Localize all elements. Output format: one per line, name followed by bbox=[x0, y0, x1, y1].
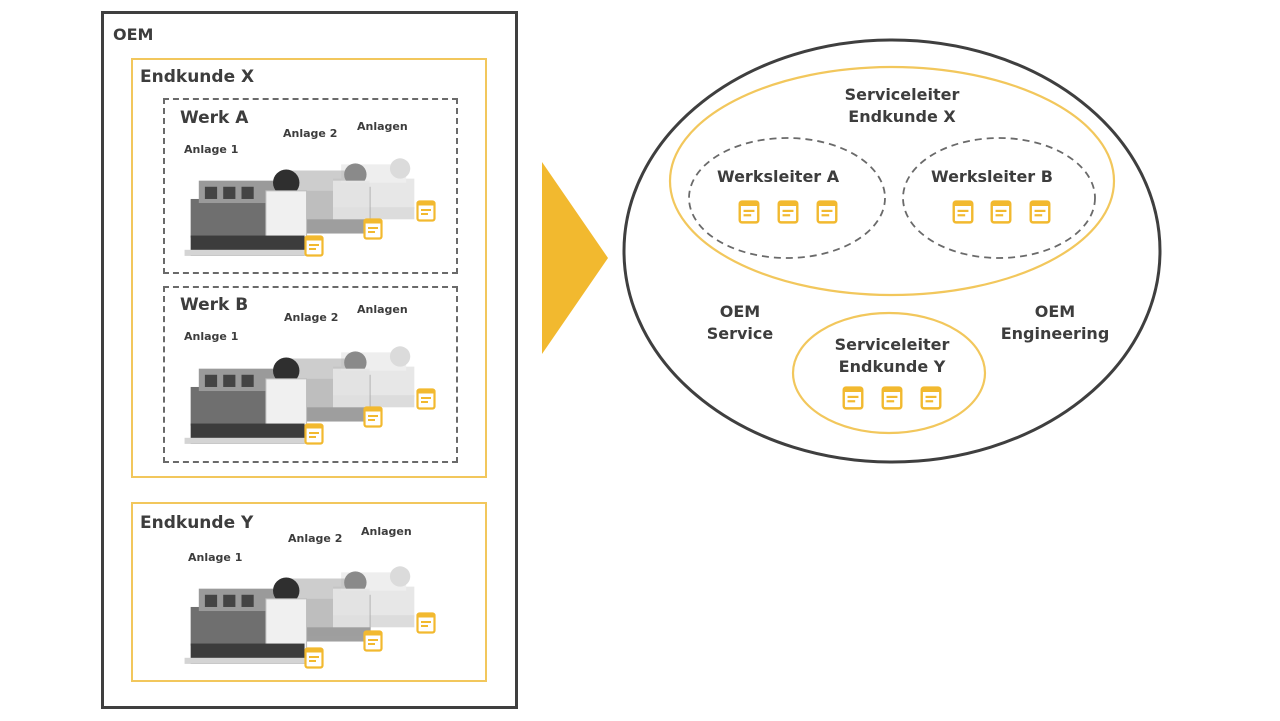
customer-x-box bbox=[131, 58, 487, 478]
document-icon bbox=[842, 386, 864, 410]
customer-y-item-3: Anlagen bbox=[361, 525, 412, 538]
document-icon bbox=[952, 200, 974, 224]
customer-x-label: Endkunde X bbox=[140, 67, 255, 87]
oem-label: OEM bbox=[113, 25, 154, 44]
document-icon bbox=[1029, 200, 1051, 224]
plant-a-label: Werk A bbox=[180, 108, 249, 128]
plant-manager-b-ellipse bbox=[902, 137, 1096, 259]
document-icon bbox=[990, 200, 1012, 224]
plant-a-item-1: Anlage 1 bbox=[184, 143, 239, 156]
plant-manager-a-label: Werksleiter A bbox=[717, 167, 840, 186]
service-lead-x-ellipse bbox=[668, 65, 1116, 297]
document-icon bbox=[816, 200, 838, 224]
customer-y-box bbox=[131, 502, 487, 682]
right-arrow-icon bbox=[542, 162, 608, 354]
plant-manager-a-ellipse bbox=[688, 137, 886, 259]
service-lead-x-label: Serviceleiter Endkunde X bbox=[844, 85, 960, 126]
plant-manager-b-label: Werksleiter B bbox=[931, 167, 1053, 186]
oem-service-label: OEM Service bbox=[706, 302, 774, 343]
customer-y-label: Endkunde Y bbox=[140, 513, 254, 533]
plant-b-item-1: Anlage 1 bbox=[184, 330, 239, 343]
oem-frame bbox=[101, 11, 518, 709]
document-icon bbox=[920, 386, 942, 410]
customer-y-item-2: Anlage 2 bbox=[288, 532, 343, 545]
plant-b-item-2: Anlage 2 bbox=[284, 311, 339, 324]
document-icon bbox=[777, 200, 799, 224]
plant-a-item-2: Anlage 2 bbox=[283, 127, 338, 140]
document-icon bbox=[738, 200, 760, 224]
plant-b-item-3: Anlagen bbox=[357, 303, 408, 316]
oem-ellipse bbox=[622, 38, 1162, 464]
service-lead-y-label: Serviceleiter Endkunde Y bbox=[834, 335, 950, 376]
service-lead-y-ellipse bbox=[791, 311, 987, 435]
oem-engineering-label: OEM Engineering bbox=[1000, 302, 1110, 343]
plant-b-box bbox=[163, 286, 458, 463]
document-icon bbox=[881, 386, 903, 410]
plant-a-item-3: Anlagen bbox=[357, 120, 408, 133]
plant-b-label: Werk B bbox=[180, 295, 249, 315]
customer-y-item-1: Anlage 1 bbox=[188, 551, 243, 564]
plant-a-box bbox=[163, 98, 458, 274]
